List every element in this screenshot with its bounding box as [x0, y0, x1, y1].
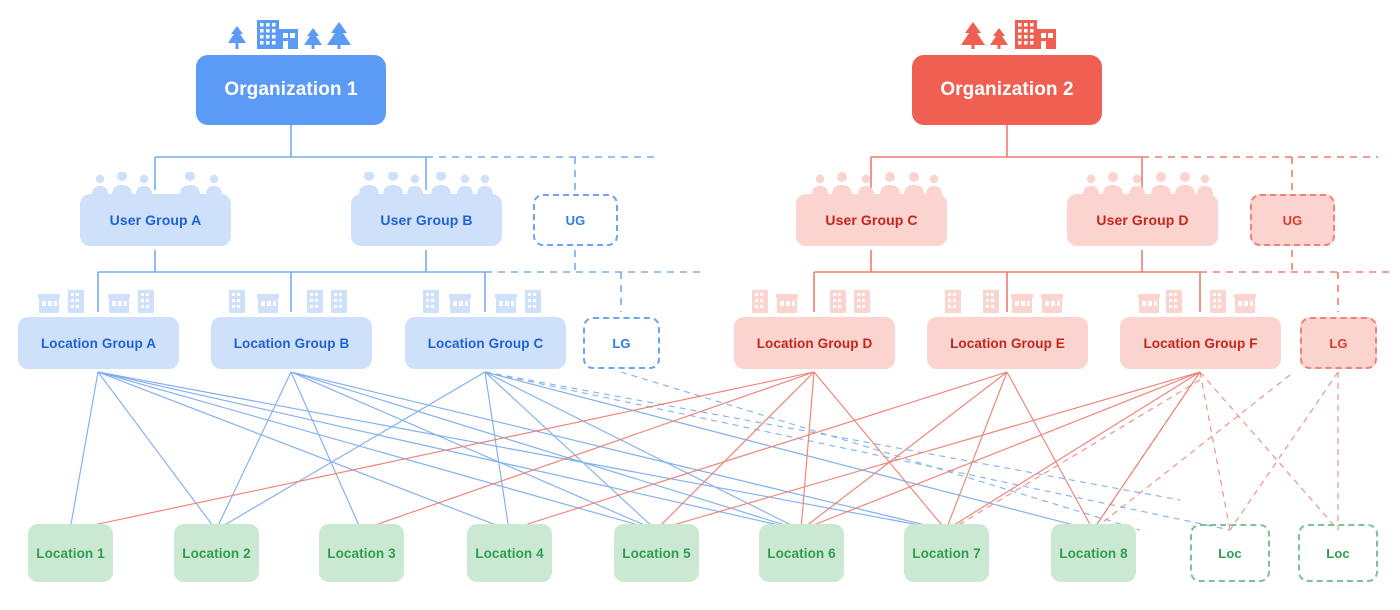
- edge-lga-loc5: [97, 371, 657, 531]
- org-node-organization-2[interactable]: Organization 2: [912, 55, 1102, 125]
- edge-lgf-loc6: [800, 371, 1201, 531]
- location-label: Location 2: [182, 545, 251, 561]
- user-group-placeholder-label: UG: [565, 212, 586, 228]
- edge-lgb-loc2: [215, 371, 292, 531]
- location-group-node-e[interactable]: Location Group E: [927, 317, 1088, 369]
- user-group-node-c[interactable]: User Group C: [796, 194, 947, 246]
- edge-lga-loc7: [97, 371, 947, 531]
- edge-lgd-loc5: [655, 371, 815, 531]
- location-group-label: Location Group E: [950, 335, 1065, 351]
- edge-lgc-loc4: [484, 371, 510, 531]
- user-group-node-a[interactable]: User Group A: [80, 194, 231, 246]
- org1-to-usergroup-connectors: [154, 125, 660, 190]
- location-placeholder-2[interactable]: Loc: [1298, 524, 1378, 582]
- edge-lgd-loc7: [813, 371, 947, 531]
- edge-lga-loc2: [97, 371, 217, 531]
- org-label: Organization 2: [940, 79, 1074, 100]
- usergroup-to-locationgroup-connectors-blue: [97, 250, 700, 312]
- edge-lgghost2-locghost1: [1229, 371, 1339, 531]
- location-group-label: Location Group D: [756, 335, 873, 351]
- edge-lgf-loc8: [1092, 371, 1201, 531]
- location-group-node-d[interactable]: Location Group D: [734, 317, 895, 369]
- edge-lge-loc8: [1006, 371, 1094, 531]
- location-node-6[interactable]: Location 6: [759, 524, 844, 582]
- edge-lgb-loc7: [290, 371, 947, 531]
- user-group-placeholder-label: UG: [1282, 212, 1303, 228]
- location-label: Location 6: [767, 545, 836, 561]
- edge-lgc-loc6: [484, 371, 802, 531]
- edge-lgghost2-loc8: [1092, 374, 1291, 531]
- location-node-5[interactable]: Location 5: [614, 524, 699, 582]
- location-group-label: Location Group F: [1143, 335, 1258, 351]
- user-group-placeholder-blue[interactable]: UG: [533, 194, 618, 246]
- location-group-placeholder-blue[interactable]: LG: [583, 317, 660, 369]
- edge-lga-loc1: [69, 371, 99, 531]
- mesh-red-solid: [69, 371, 1201, 531]
- org-node-organization-1[interactable]: Organization 1: [196, 55, 386, 125]
- location-node-1[interactable]: Location 1: [28, 524, 113, 582]
- edge-lgb-loc3: [290, 371, 362, 531]
- edge-lge-loc4: [508, 371, 1008, 531]
- edge-lgc-loc8: [484, 371, 1094, 531]
- location-group-node-f[interactable]: Location Group F: [1120, 317, 1281, 369]
- location-group-placeholder-label: LG: [612, 335, 631, 351]
- user-group-node-b[interactable]: User Group B: [351, 194, 502, 246]
- mesh-blue-dashed: [484, 371, 1231, 531]
- edge-lga-loc6: [97, 371, 802, 531]
- location-group-placeholder-red[interactable]: LG: [1300, 317, 1377, 369]
- mesh-blue-solid: [69, 371, 1094, 531]
- location-label: Location 1: [36, 545, 105, 561]
- usergroup-to-locationgroup-connectors-red: [813, 250, 1390, 312]
- location-group-node-c[interactable]: Location Group C: [405, 317, 566, 369]
- location-group-label: Location Group B: [233, 335, 350, 351]
- edge-lga-loc4: [97, 371, 510, 531]
- location-label: Location 5: [622, 545, 691, 561]
- edge-lgf-loc7-dashed: [949, 379, 1201, 531]
- user-group-label: User Group C: [825, 212, 918, 228]
- user-group-placeholder-red[interactable]: UG: [1250, 194, 1335, 246]
- location-node-2[interactable]: Location 2: [174, 524, 259, 582]
- edge-lgc-locghost1: [484, 371, 1231, 531]
- location-group-label: Location Group A: [40, 335, 157, 351]
- user-group-label: User Group D: [1096, 212, 1189, 228]
- location-label: Location 7: [912, 545, 981, 561]
- user-group-node-d[interactable]: User Group D: [1067, 194, 1218, 246]
- edge-lgghost-loc: [620, 371, 1141, 531]
- edge-lgc-loc5: [484, 371, 657, 531]
- location-placeholder-1[interactable]: Loc: [1190, 524, 1270, 582]
- mesh-red-dashed: [949, 371, 1339, 531]
- location-node-7[interactable]: Location 7: [904, 524, 989, 582]
- edge-lgb-loc6: [290, 371, 802, 531]
- edge-lgb-loc5: [290, 371, 657, 531]
- location-node-8[interactable]: Location 8: [1051, 524, 1136, 582]
- location-group-node-b[interactable]: Location Group B: [211, 317, 372, 369]
- edge-lgc-loc2: [215, 371, 486, 531]
- location-group-label: Location Group C: [427, 335, 544, 351]
- edge-lgd-loc3: [360, 371, 815, 531]
- edge-lgf-locghost2: [1199, 371, 1339, 531]
- location-node-4[interactable]: Location 4: [467, 524, 552, 582]
- edge-lgf-loc5: [655, 371, 1201, 531]
- location-group-node-a[interactable]: Location Group A: [18, 317, 179, 369]
- user-group-label: User Group A: [109, 212, 202, 228]
- location-node-3[interactable]: Location 3: [319, 524, 404, 582]
- edge-lgd-loc1: [69, 371, 815, 531]
- edge-lgf-loc8-dashed: [1092, 371, 1201, 531]
- edge-lge-loc6: [800, 371, 1008, 531]
- org2-to-usergroup-connectors: [870, 125, 1378, 190]
- location-label: Location 8: [1059, 545, 1128, 561]
- location-label: Location 3: [327, 545, 396, 561]
- edge-lgd-loc6: [800, 371, 815, 531]
- user-group-label: User Group B: [380, 212, 473, 228]
- location-placeholder-label: Loc: [1326, 545, 1350, 561]
- location-group-placeholder-label: LG: [1329, 335, 1348, 351]
- location-placeholder-label: Loc: [1218, 545, 1242, 561]
- edge-lgf-locghost1: [1199, 371, 1231, 531]
- location-label: Location 4: [475, 545, 544, 561]
- edge-lge-loc7: [945, 371, 1008, 531]
- edge-lgf-loc7: [945, 371, 1201, 531]
- org-label: Organization 1: [224, 79, 358, 100]
